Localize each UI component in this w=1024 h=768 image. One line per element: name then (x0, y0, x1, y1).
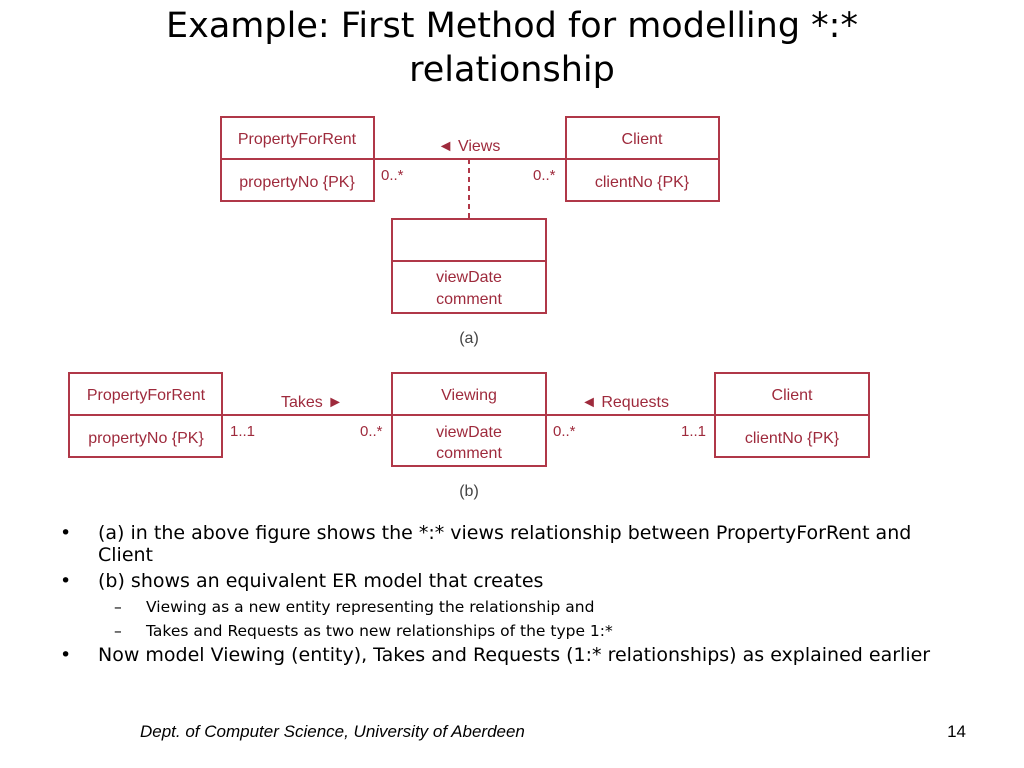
bullet-list: • (a) in the above figure shows the *:* … (60, 522, 960, 670)
entity-attr: clientNo {PK} (595, 174, 690, 191)
entity-propertyforrent-b: PropertyForRent propertyNo {PK} (68, 372, 223, 458)
entity-attr: clientNo {PK} (745, 430, 840, 447)
entity-attr: propertyNo {PK} (88, 430, 204, 447)
slide-title-line2: relationship (409, 50, 615, 90)
entity-viewing: Viewing viewDate comment (391, 372, 547, 467)
association-class-attr1: viewDate (436, 269, 502, 286)
multiplicity-takes-right: 0..* (360, 423, 383, 440)
multiplicity-requests-left: 0..* (553, 423, 576, 440)
sub-bullet-item: – Viewing as a new entity representing t… (60, 596, 960, 618)
figure-b: PropertyForRent propertyNo {PK} Viewing … (68, 372, 870, 500)
entity-name: Client (622, 131, 663, 148)
multiplicity-left: 0..* (381, 167, 404, 184)
bullet-marker: • (60, 644, 72, 666)
sub-bullet-item: – Takes and Requests as two new relation… (60, 620, 960, 642)
footer-department: Dept. of Computer Science, University of… (140, 722, 525, 741)
sub-bullet-text: Takes and Requests as two new relationsh… (146, 622, 613, 640)
bullet-text: (b) shows an equivalent ER model that cr… (98, 570, 544, 592)
figure-caption-b: (b) (459, 483, 479, 500)
bullet-marker: • (60, 570, 72, 592)
relationship-label-views: ◄ Views (438, 138, 501, 155)
bullet-item: • (b) shows an equivalent ER model that … (60, 570, 960, 592)
sub-bullet-marker: – (114, 622, 122, 640)
association-class-attr2: comment (436, 291, 502, 308)
association-class-box: viewDate comment (391, 218, 547, 314)
entity-name: Viewing (441, 387, 497, 404)
slide-title: Example: First Method for modelling *:* … (0, 4, 1024, 92)
page-number: 14 (947, 722, 966, 741)
multiplicity-right: 0..* (533, 167, 556, 184)
bullet-item: • Now model Viewing (entity), Takes and … (60, 644, 960, 666)
entity-client-a: Client clientNo {PK} (565, 116, 720, 202)
relationship-label-takes: Takes ► (281, 394, 343, 411)
bullet-item: • (a) in the above figure shows the *:* … (60, 522, 960, 566)
relationship-label-requests: ◄ Requests (581, 394, 669, 411)
slide-title-line1: Example: First Method for modelling *:* (166, 6, 858, 46)
figure-a: PropertyForRent propertyNo {PK} Client c… (220, 116, 720, 347)
sub-bullet-marker: – (114, 598, 122, 616)
entity-client-b: Client clientNo {PK} (714, 372, 870, 458)
multiplicity-takes-left: 1..1 (230, 423, 255, 440)
entity-attr1: viewDate (436, 424, 502, 441)
bullet-marker: • (60, 522, 72, 544)
entity-attr2: comment (436, 445, 502, 462)
entity-name: PropertyForRent (238, 131, 357, 148)
entity-name: PropertyForRent (87, 387, 206, 404)
figure-caption-a: (a) (459, 330, 479, 347)
entity-propertyforrent-a: PropertyForRent propertyNo {PK} (220, 116, 375, 202)
multiplicity-requests-right: 1..1 (681, 423, 706, 440)
sub-bullet-text: Viewing as a new entity representing the… (146, 598, 595, 616)
bullet-text: (a) in the above figure shows the *:* vi… (98, 522, 912, 566)
bullet-text: Now model Viewing (entity), Takes and Re… (98, 644, 931, 666)
entity-attr: propertyNo {PK} (239, 174, 355, 191)
entity-name: Client (772, 387, 813, 404)
